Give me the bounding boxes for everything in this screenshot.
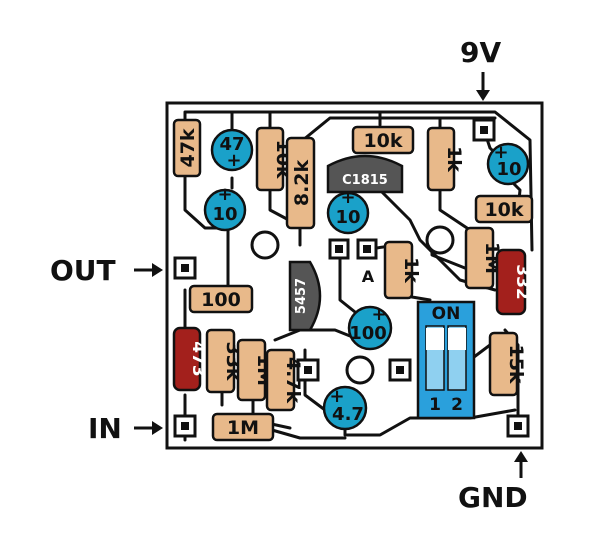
resistor-47k: 47k	[172, 118, 202, 178]
semiconductors: C1815 5457 A	[288, 154, 404, 332]
pads	[173, 118, 530, 438]
capacitor-10-right: + 10	[486, 142, 530, 186]
capacitor-47: 47 +	[210, 128, 254, 172]
svg-text:10: 10	[496, 159, 521, 180]
resistors: 47k 10k 8.2k 10k 1k 10k 1M	[172, 118, 534, 442]
svg-text:8.2k: 8.2k	[291, 159, 313, 206]
svg-text:+: +	[493, 142, 508, 163]
ground-arrow	[514, 451, 528, 478]
pin-a-label: A	[362, 267, 375, 286]
pad-mid-1	[296, 358, 320, 382]
resistor-1k-top: 1k	[426, 126, 465, 192]
svg-text:1M: 1M	[227, 417, 259, 439]
trimmer-473: 473	[172, 326, 208, 392]
dip-switch-pos1-label: 1	[429, 395, 441, 415]
svg-text:5457: 5457	[294, 278, 309, 314]
mounting-holes	[250, 225, 455, 385]
trimmers: 473 332	[172, 248, 532, 392]
svg-text:10k: 10k	[363, 130, 402, 152]
svg-text:10: 10	[335, 207, 360, 228]
output-label: OUT	[50, 254, 116, 287]
mounting-hole-right	[425, 225, 455, 255]
ic-5457: 5457	[288, 260, 322, 332]
output-arrow	[134, 263, 163, 277]
input-label: IN	[88, 412, 122, 445]
input-arrow	[134, 421, 163, 435]
resistor-1k-mid: 1k	[383, 240, 422, 300]
resistor-1m-bottom: 1M	[211, 412, 275, 442]
svg-text:+: +	[217, 184, 232, 205]
svg-text:100: 100	[201, 289, 241, 311]
svg-text:C1815: C1815	[342, 173, 388, 188]
svg-text:100: 100	[349, 323, 387, 344]
svg-text:15k: 15k	[505, 344, 527, 383]
svg-text:4.7k: 4.7k	[282, 357, 304, 404]
pad-9v	[472, 118, 496, 142]
resistor-100: 100	[188, 284, 254, 314]
pad-in	[173, 414, 197, 438]
resistor-15k: 15k	[488, 331, 527, 397]
svg-text:10: 10	[212, 204, 237, 225]
dip-knob-2	[448, 328, 466, 350]
resistor-10k-right: 10k	[474, 194, 534, 224]
ground-label: GND	[458, 481, 528, 514]
external-labels: 9V OUT IN GND	[50, 36, 528, 514]
svg-text:473: 473	[188, 341, 208, 377]
svg-text:+: +	[329, 386, 344, 407]
capacitors: 47 + + 10 + 10 + 10 + 100 + 4.7	[203, 128, 530, 431]
dip-knob-1	[426, 328, 444, 350]
svg-text:332: 332	[512, 264, 532, 300]
pad-mid-2	[388, 358, 412, 382]
resistor-8-2k: 8.2k	[285, 136, 316, 230]
resistor-10k-top: 10k	[351, 125, 415, 155]
svg-text:47: 47	[219, 134, 244, 155]
resistor-4-7k: 4.7k	[265, 348, 304, 412]
svg-text:+: +	[371, 304, 386, 325]
dip-switch: ON 1 2	[416, 300, 476, 420]
trimmer-332: 332	[495, 248, 532, 316]
pad-led-1	[328, 238, 350, 260]
pad-gnd	[506, 414, 530, 438]
pad-led-a	[356, 238, 378, 260]
power-arrow	[476, 72, 490, 101]
svg-text:+: +	[226, 150, 241, 171]
transistor-c1815: C1815	[326, 154, 404, 194]
svg-text:4.7: 4.7	[332, 404, 364, 425]
pad-out	[173, 256, 197, 280]
power-label: 9V	[460, 36, 501, 69]
capacitor-10-left: + 10	[203, 184, 247, 232]
svg-text:1k: 1k	[443, 146, 465, 172]
svg-text:10k: 10k	[484, 199, 523, 221]
capacitor-4-7: + 4.7	[322, 385, 368, 431]
mounting-hole-left	[250, 230, 280, 260]
capacitor-100: + 100	[347, 304, 393, 351]
dip-switch-on-label: ON	[432, 304, 461, 324]
svg-text:47k: 47k	[177, 128, 199, 167]
dip-switch-pos2-label: 2	[451, 395, 463, 415]
svg-text:1k: 1k	[400, 257, 422, 283]
mounting-hole-bottom	[345, 355, 375, 385]
